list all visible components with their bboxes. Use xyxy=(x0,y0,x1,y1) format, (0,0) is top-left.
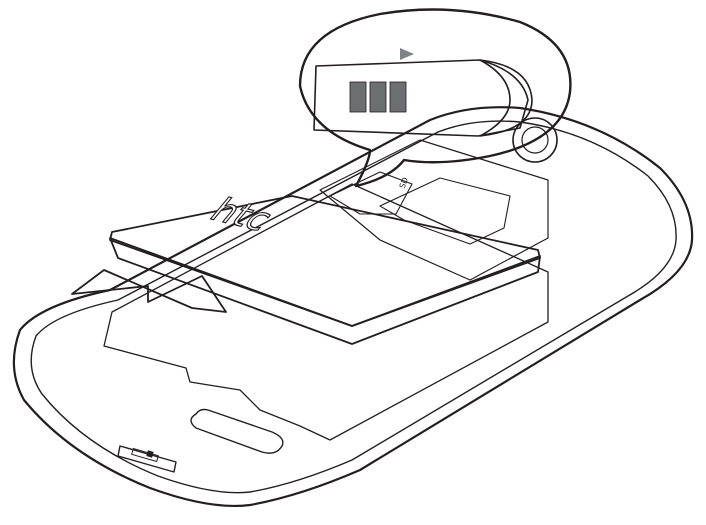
battery-contact-3 xyxy=(390,82,406,112)
battery: htc xyxy=(110,191,540,344)
phone-inner-rim xyxy=(31,121,676,493)
battery-side xyxy=(110,238,540,344)
callout-bubble xyxy=(300,10,570,187)
battery-contact-2 xyxy=(370,82,386,112)
speaker-grille xyxy=(191,410,283,454)
battery-contacts xyxy=(350,82,406,112)
usb-port xyxy=(118,446,176,472)
sd-slot-label: SD xyxy=(398,176,410,190)
orientation-triangle-icon xyxy=(400,48,414,60)
battery-compartment xyxy=(104,184,548,440)
phone-back: SD xyxy=(14,107,692,506)
phone-outer-shell xyxy=(14,107,692,506)
contacts-magnifier-callout xyxy=(300,10,570,187)
battery-contact-1 xyxy=(350,82,366,112)
battery-brand-logo: htc xyxy=(205,191,277,239)
